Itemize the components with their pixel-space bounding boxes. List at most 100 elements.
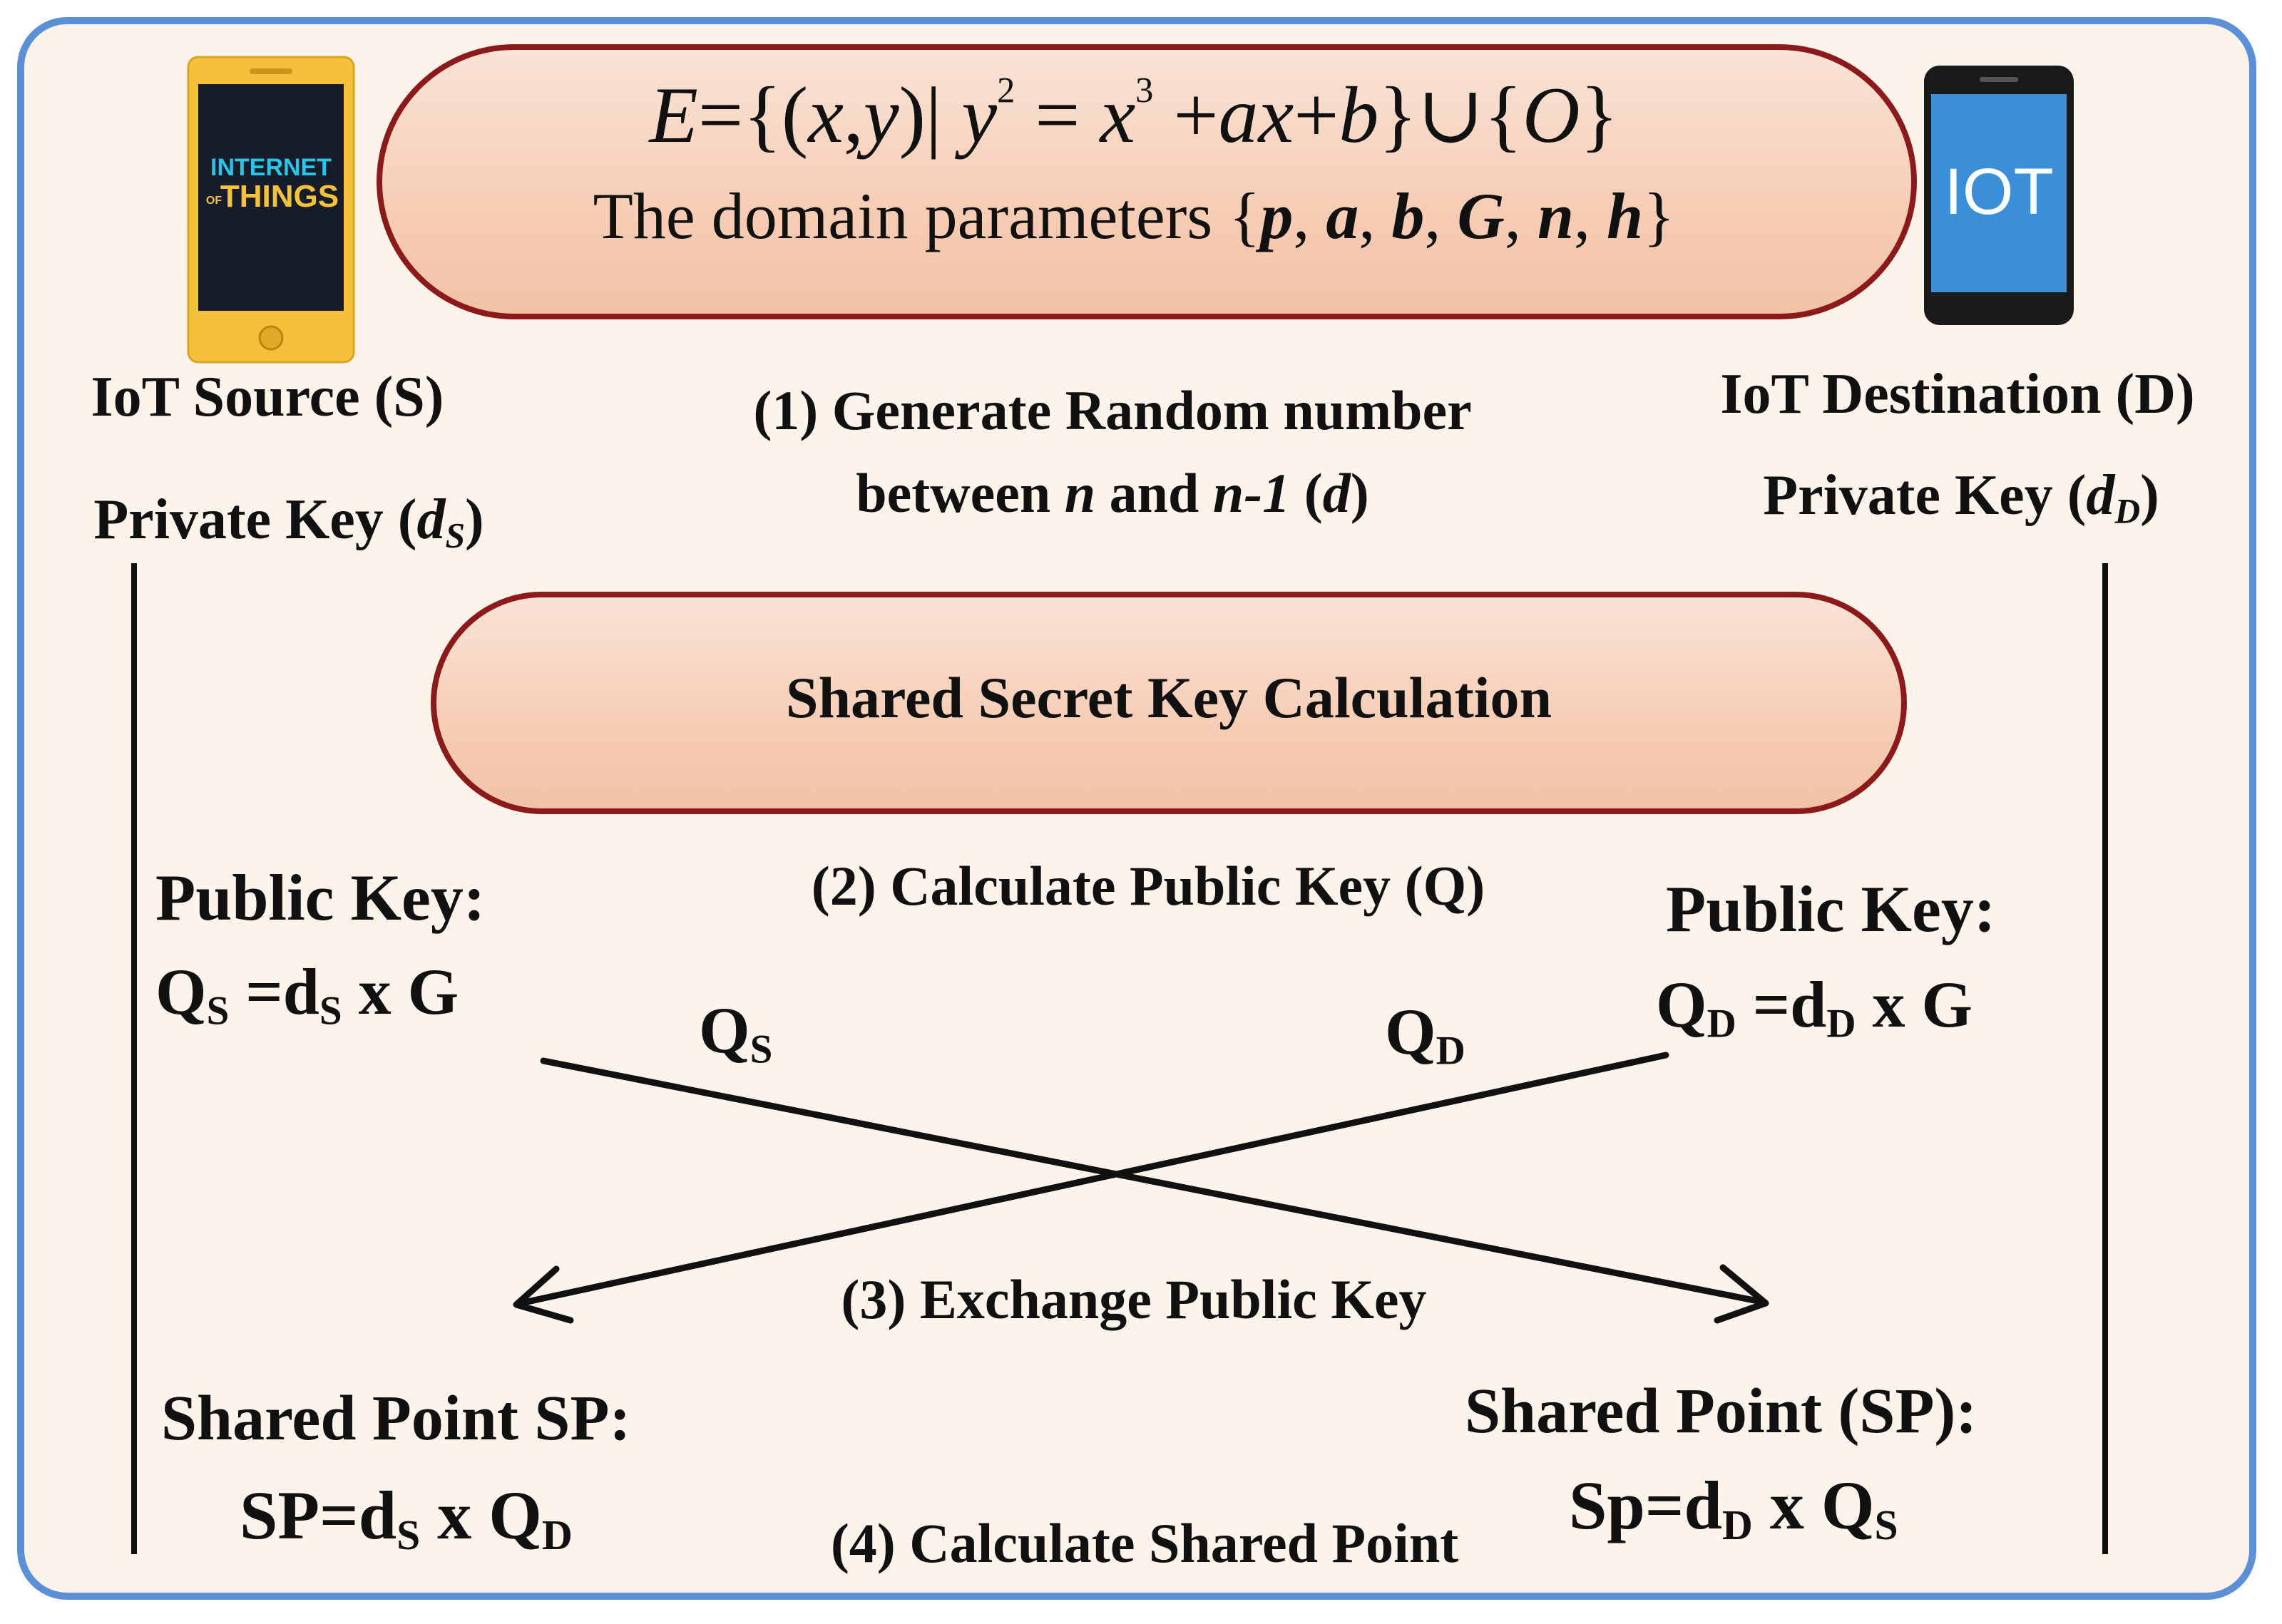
step-1-between: between [856,462,1065,524]
eq-x: x [808,71,844,160]
eq-power-2: 2 [997,70,1015,111]
destination-private-key: Private Key (dD) [1704,463,2218,531]
destination-d-subscript: D [1826,1001,1856,1047]
source-times-g: x G [342,955,459,1028]
source-d-subscript: S [319,988,342,1034]
iot-destination-title: IoT Destination (D) [1720,363,2195,426]
curve-equation: E={(x,y)| y2 = x3 +ax+b}∪{O} [385,68,1883,162]
eq-y2: y [961,71,998,160]
step-1-d: d [1322,462,1351,524]
param-a: a [1326,180,1359,252]
iot-source-phone-icon: INTERNET OF THINGS [187,56,355,364]
eq-union: ∪ [1417,71,1485,160]
shared-secret-label: Shared Secret Key Calculation [785,665,1552,730]
destination-shared-point-label: Shared Point (SP): [1465,1376,1977,1446]
eq-o-close: } [1580,71,1619,160]
eq-equals: = [697,71,744,160]
eq-ax: ax [1218,71,1294,160]
arrow-qs-subscript: S [749,1027,773,1072]
params-sep-3: , [1424,180,1458,252]
eq-equals-2: = [1035,71,1080,160]
destination-equals-d: =d [1736,968,1827,1041]
destination-sp-d-subscript: D [1721,1501,1753,1548]
params-sep-5: , [1573,180,1607,252]
eq-set-mid: )| [899,71,942,160]
destination-q-subscript: D [1707,1001,1736,1047]
arrow-label-qs: QS [699,992,772,1072]
eq-b: b [1339,71,1379,160]
source-lifeline [131,563,137,1554]
params-close: } [1643,180,1675,252]
source-public-key-label: Public Key: [155,861,486,934]
destination-phone-speaker [1980,77,2018,82]
eq-o: O [1522,71,1580,160]
eq-comma: , [843,71,864,160]
param-h: h [1606,180,1644,252]
step-2-label: (2) Calculate Public Key (Q) [811,855,1485,917]
source-private-key-prefix: Private Key ( [93,488,417,551]
step-1-label: (1) Generate Random number between n and… [570,369,1654,535]
arrow-destination-to-source [517,1052,1669,1307]
params-prefix: The domain parameters [593,180,1229,252]
shared-secret-box [431,592,1907,814]
source-private-key: Private Key (dS) [43,488,535,555]
destination-sp-lhs: Sp=d [1569,1467,1722,1543]
step-1-n: n [1064,462,1096,524]
param-b: b [1391,180,1425,252]
source-private-key-subscript: S [445,515,466,555]
source-device-line2: THINGS [220,179,339,214]
source-shared-point-label: Shared Point SP: [161,1383,631,1454]
eq-set-open: {( [743,71,809,160]
step-1-line-2: between n and n-1 (d) [570,452,1654,535]
arrow-source-to-destination [540,1057,1765,1305]
iot-destination-phone-icon: IOT [1924,66,2074,325]
destination-sp-q-subscript: S [1874,1501,1898,1548]
step-4-label: (4) Calculate Shared Point [830,1512,1459,1574]
step-1-n-minus-1: n-1 [1212,462,1291,524]
step-1-paren-close: ) [1350,462,1369,524]
source-shared-point-formula: SP=dS x QD [240,1476,573,1560]
destination-shared-point-formula: Sp=dD x QS [1569,1466,1898,1550]
eq-power-3: 3 [1135,70,1154,111]
destination-times-g: x G [1856,968,1973,1041]
destination-public-key-formula: QD =dD x G [1656,967,1973,1047]
destination-phone-screen [1931,94,2067,292]
arrow-qd-q: Q [1385,995,1436,1068]
destination-q: Q [1656,968,1707,1041]
params-sep-4: , [1504,180,1537,252]
source-phone-speaker [250,68,292,74]
destination-sp-times-q: x Q [1752,1467,1875,1543]
destination-device-text: IOT [1944,155,2053,228]
destination-lifeline [2102,563,2108,1554]
eq-lhs: E [649,71,698,160]
iot-source-title: IoT Source (S) [91,366,444,428]
domain-parameters: The domain parameters {p, a, b, G, n, h} [385,178,1883,254]
source-q-subscript: S [206,988,230,1034]
step-3-label: (3) Exchange Public Key [841,1268,1427,1330]
source-sp-times-q: x Q [420,1477,542,1553]
step-1-line-1: (1) Generate Random number [753,379,1472,441]
eq-o-open: { [1484,71,1523,160]
source-private-key-suffix: ) [465,488,484,551]
eq-plus-1: + [1173,71,1219,160]
eq-set-close: } [1378,71,1418,160]
param-n: n [1537,180,1574,252]
source-sp-d-subscript: S [396,1511,421,1558]
destination-private-key-symbol: d [2086,464,2115,527]
eq-x3: x [1100,71,1136,160]
destination-private-key-prefix: Private Key ( [1763,464,2087,527]
step-1-paren-open: ( [1290,462,1323,524]
destination-private-key-suffix: ) [2140,464,2159,527]
source-sp-lhs: SP=d [240,1477,397,1553]
destination-private-key-subscript: D [2114,491,2141,531]
params-sep-2: , [1359,180,1392,252]
source-public-key-formula: QS =dS x G [155,954,459,1034]
curve-definition-box [377,44,1917,319]
destination-public-key-label: Public Key: [1666,873,1996,945]
param-g: G [1457,180,1505,252]
param-p: p [1260,180,1294,252]
arrow-qd-subscript: D [1436,1028,1465,1074]
eq-plus-2: + [1294,71,1339,160]
step-1-and: and [1095,462,1213,524]
eq-y: y [863,71,899,160]
